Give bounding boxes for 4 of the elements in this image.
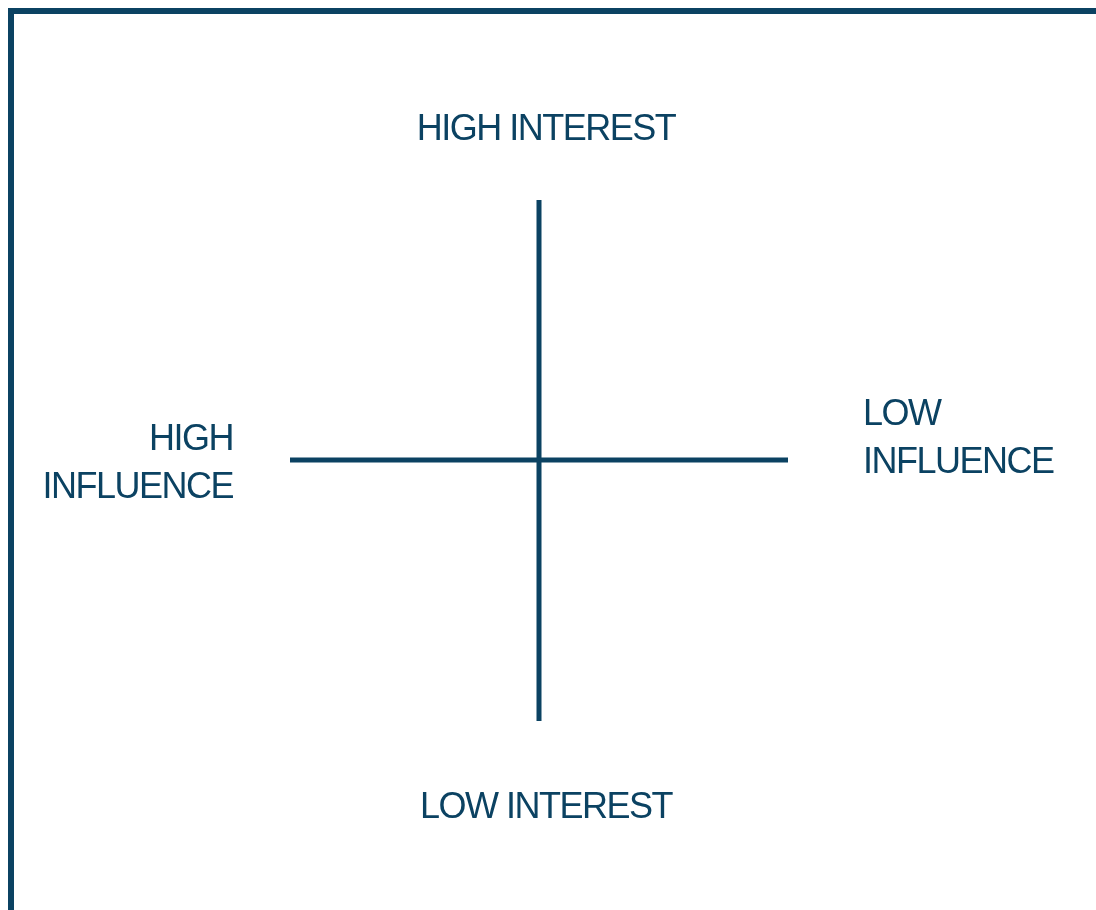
axis-label: HIGH INFLUENCE (41, 416, 233, 508)
axis-label: HIGH INTEREST (415, 106, 677, 150)
axis-label: LOW INTEREST (419, 784, 674, 828)
axis-label: LOW INFLUENCE (863, 391, 1055, 483)
